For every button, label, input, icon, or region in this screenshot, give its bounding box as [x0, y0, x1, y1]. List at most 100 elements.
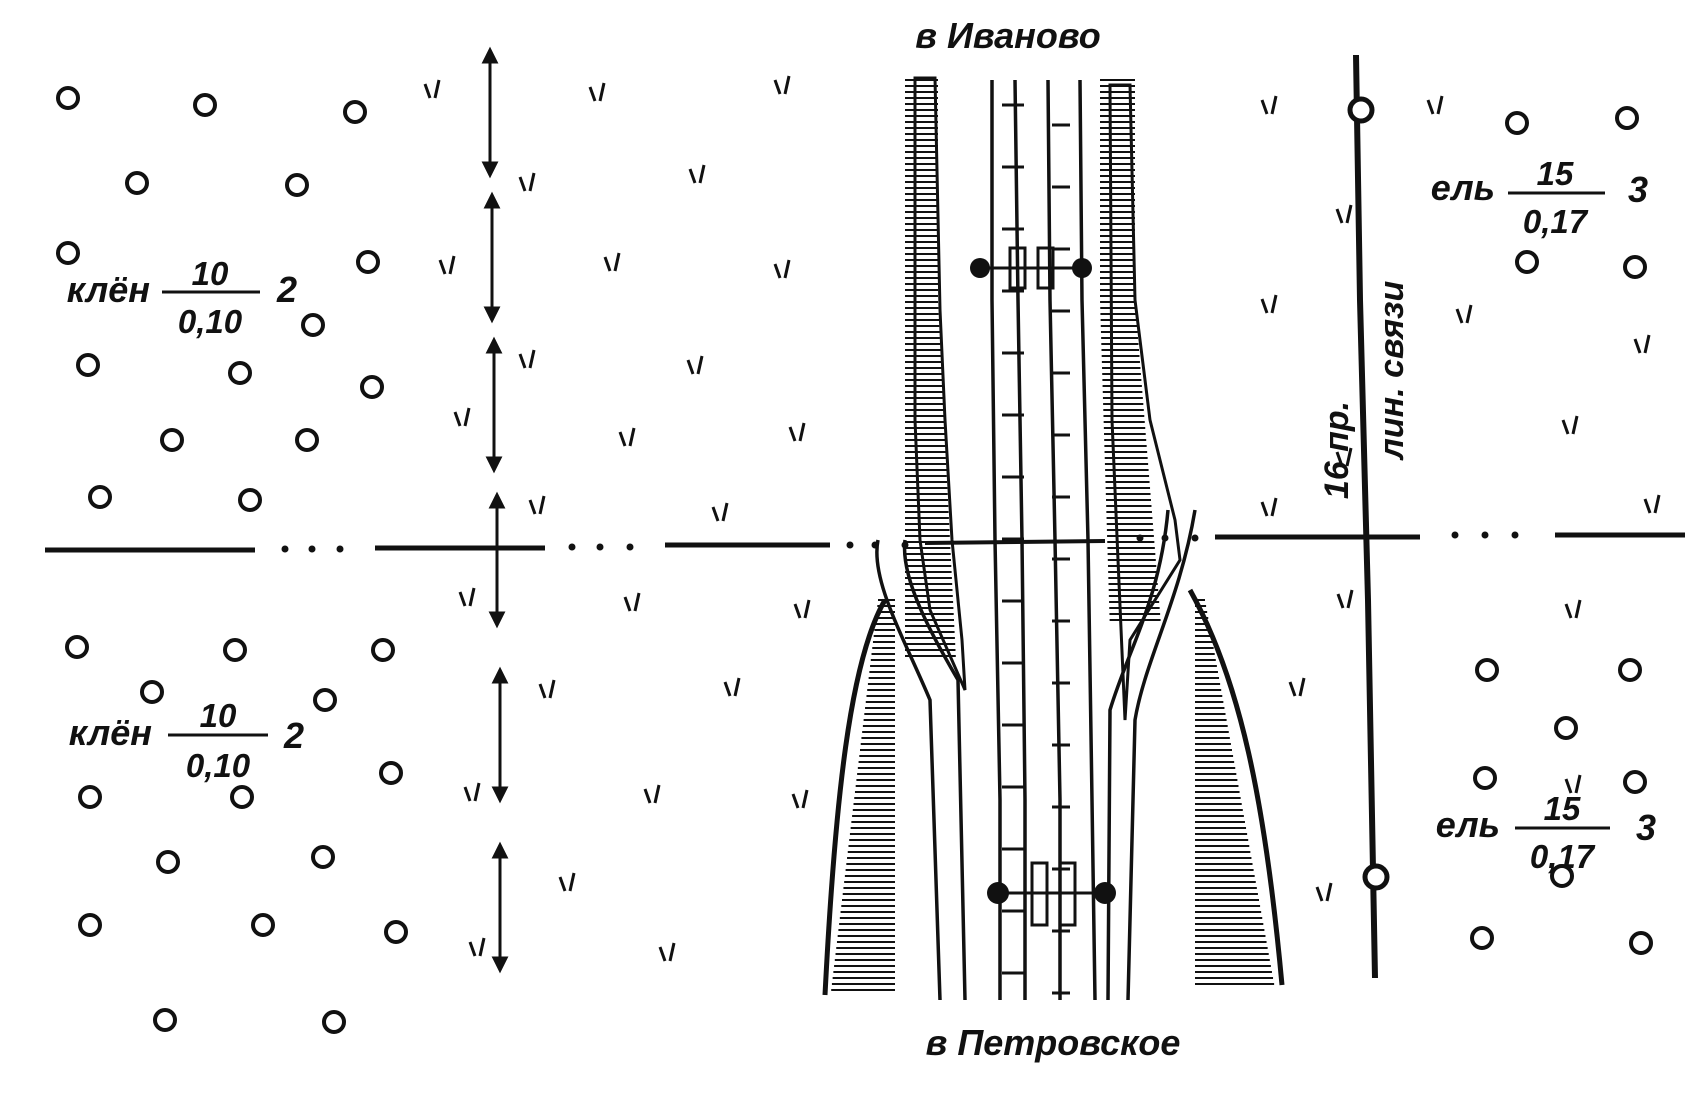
- tree-circle-icon: [88, 485, 112, 509]
- tree-circle-icon: [1505, 111, 1529, 135]
- tree-circle-icon: [1473, 766, 1497, 790]
- grass-tick-icon: [518, 353, 527, 369]
- grass-tick-icon: [1426, 99, 1435, 115]
- tree-circle-icon: [285, 173, 309, 197]
- tree-circle-icon: [228, 361, 252, 385]
- grass-tick-icon: [773, 263, 782, 279]
- grass-tick-icon: [468, 941, 477, 957]
- tree-circle-icon: [78, 913, 102, 937]
- grass-tick-icon: [698, 164, 706, 184]
- slope-edge-right: [1187, 588, 1285, 986]
- grass-tick-icon: [438, 259, 447, 275]
- grass-tick-icon: [1643, 334, 1651, 354]
- line-label: лин. связи: [1373, 281, 1411, 462]
- tree-circle-icon: [65, 635, 89, 659]
- tree-circle-icon: [311, 845, 335, 869]
- fraction-numerator: 10: [192, 255, 229, 292]
- grass-tick-icon: [1335, 208, 1344, 224]
- pole-icon: [1362, 863, 1390, 891]
- grass-tick-icon: [613, 252, 621, 272]
- tree-circle-icon: [76, 353, 100, 377]
- fraction-denominator: 0,10: [186, 747, 251, 784]
- vegetation-label-maple-top: клён 10 0,10 2: [67, 255, 297, 340]
- tree-circle-icon: [56, 241, 80, 265]
- grass-tick-icon: [721, 502, 729, 522]
- tree-circle-icon: [1623, 770, 1647, 794]
- tree-circle-icon: [1515, 250, 1539, 274]
- tree-circle-icon: [1550, 864, 1574, 888]
- grass-tick-icon: [1336, 593, 1345, 609]
- grass-tick-icon: [1315, 886, 1324, 902]
- grass-tick-icon: [1335, 451, 1344, 467]
- species-count: 2: [276, 269, 297, 310]
- grass-tick-icon: [528, 172, 536, 192]
- grass-tick-icon: [773, 79, 782, 95]
- grass-tick-icon: [783, 259, 791, 279]
- grass-tick-icon: [668, 942, 676, 962]
- grass-tick-icon: [1288, 681, 1297, 697]
- grass-tick-icon: [1270, 294, 1278, 314]
- slope-edge-left: [822, 598, 888, 996]
- tree-circle-icon: [360, 375, 384, 399]
- grass-tick-icon: [803, 599, 811, 619]
- grass-tick-icon: [733, 677, 741, 697]
- vegetation-label-maple-bottom: клён 10 0,10 2: [69, 697, 304, 784]
- grass-tick-icon: [1455, 308, 1464, 324]
- grass-tick-icon: [1260, 99, 1269, 115]
- grass-tick-icon: [801, 789, 809, 809]
- signal-dot-icon: [1094, 882, 1116, 904]
- tree-circle-icon: [322, 1010, 346, 1034]
- tree-markers: [56, 86, 1653, 1034]
- tree-circle-icon: [1475, 658, 1499, 682]
- fraction-numerator: 10: [200, 697, 237, 734]
- tree-circle-icon: [1615, 106, 1639, 130]
- grass-tick-icon: [1346, 589, 1354, 609]
- grass-tick-icon: [618, 431, 627, 447]
- grass-tick-icon: [1260, 501, 1269, 517]
- tree-circle-icon: [251, 913, 275, 937]
- tree-circle-icon: [343, 100, 367, 124]
- fraction-numerator: 15: [1544, 790, 1581, 827]
- grass-tick-icon: [696, 355, 704, 375]
- embankment-hatching: [831, 79, 1275, 991]
- tree-circle-icon: [379, 761, 403, 785]
- grass-tick-icon: [588, 86, 597, 102]
- communication-line: [1347, 54, 1390, 979]
- tree-circle-icon: [1470, 926, 1494, 950]
- tree-circle-icon: [1629, 931, 1653, 955]
- embankment-outlines: [913, 76, 1182, 721]
- tree-circle-icon: [78, 785, 102, 809]
- species-name: ель: [1431, 167, 1495, 208]
- grass-tick-icon: [686, 359, 695, 375]
- grass-tick-icon: [538, 495, 546, 515]
- grass-markers: [423, 75, 1661, 962]
- fraction-denominator: 0,17: [1523, 203, 1589, 240]
- grass-tick-icon: [658, 946, 667, 962]
- grass-tick-icon: [1270, 497, 1278, 517]
- grass-tick-icon: [468, 587, 476, 607]
- pole-icon: [1347, 96, 1375, 124]
- grass-tick-icon: [1574, 599, 1582, 619]
- signal-dot-icon: [970, 258, 990, 278]
- grass-tick-icon: [788, 426, 797, 442]
- grass-tick-icon: [1270, 95, 1278, 115]
- wires-label: 16 пр.: [1318, 401, 1356, 499]
- tree-circle-icon: [384, 920, 408, 944]
- tree-circle-icon: [223, 638, 247, 662]
- grass-tick-icon: [1345, 447, 1353, 467]
- tree-circle-icon: [160, 428, 184, 452]
- grass-tick-icon: [518, 176, 527, 192]
- grass-tick-icon: [723, 681, 732, 697]
- species-count: 3: [1636, 807, 1656, 848]
- destination-south: в Петровское: [926, 1022, 1181, 1063]
- tree-circle-icon: [193, 93, 217, 117]
- tree-circle-icon: [56, 86, 80, 110]
- grass-tick-icon: [558, 876, 567, 892]
- species-count: 3: [1628, 169, 1648, 210]
- signal-top: [970, 246, 1092, 290]
- grass-tick-icon: [538, 683, 547, 699]
- grass-tick-icon: [548, 679, 556, 699]
- grass-tick-icon: [791, 793, 800, 809]
- tree-circle-icon: [371, 638, 395, 662]
